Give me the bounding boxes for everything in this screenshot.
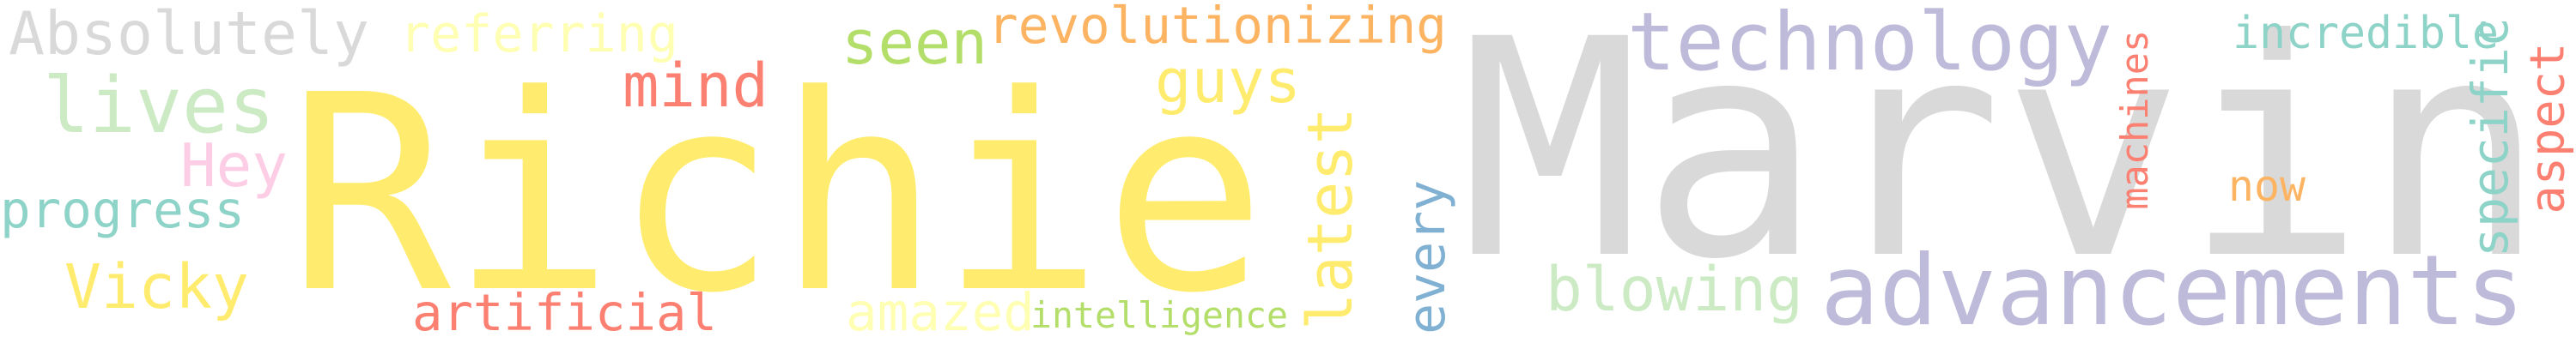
word-guys: guys [1155, 45, 1301, 117]
word-mind: mind [623, 49, 769, 121]
word-latest: latest [1294, 107, 1367, 330]
word-amazed: amazed [846, 281, 1035, 343]
word-artificial: artificial [412, 282, 717, 342]
word-blowing: blowing [1546, 253, 1803, 325]
word-specific: specific [2460, 17, 2519, 257]
word-vicky: Vicky [64, 251, 249, 323]
word-absolutely: Absolutely [9, 0, 369, 69]
word-every: every [1397, 180, 1457, 334]
word-advancements: advancements [1820, 234, 2524, 343]
word-marvin: Marvin [1460, 0, 2546, 325]
word-referring: referring [399, 4, 678, 64]
word-aspect: aspect [2519, 43, 2575, 214]
word-seen: seen [841, 6, 987, 78]
word-progress: progress [0, 180, 245, 240]
word-intelligence: intelligence [1030, 293, 1288, 336]
word-revolutionizing: revolutionizing [987, 0, 1447, 56]
word-lives: lives [43, 62, 275, 152]
word-machines: machines [2113, 30, 2157, 210]
word-technology: technology [1627, 0, 2112, 90]
word-hey: Hey [180, 132, 288, 202]
word-now: now [2228, 160, 2306, 211]
word-richie: Richie [288, 37, 1267, 343]
word-incredible: incredible [2233, 8, 2499, 60]
